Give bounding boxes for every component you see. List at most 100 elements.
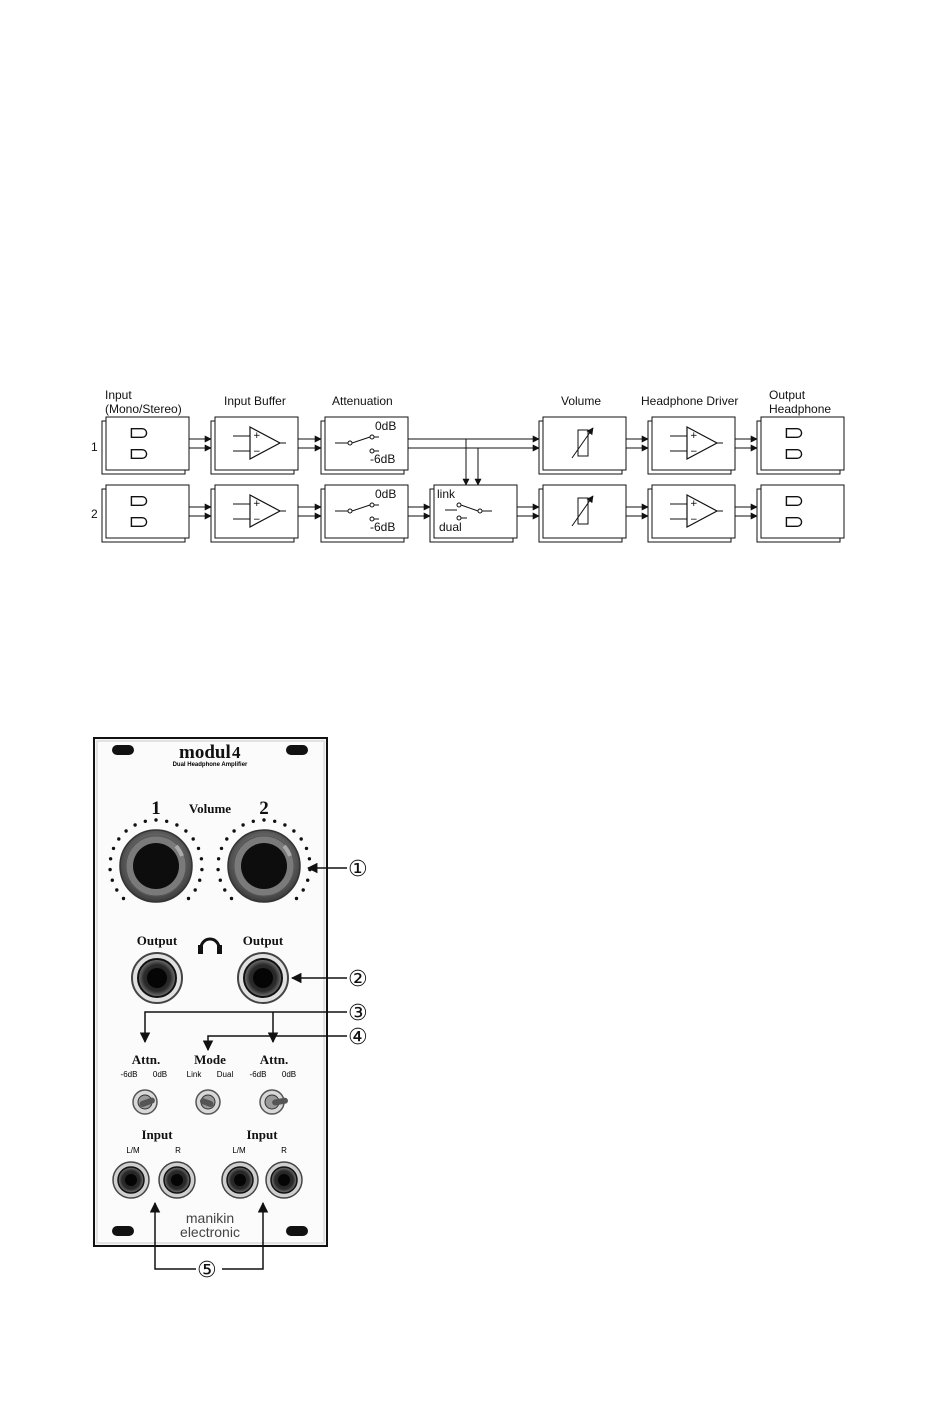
- output-jack-right[interactable]: [238, 953, 288, 1003]
- attn-right-6db: -6dB: [250, 1070, 267, 1079]
- scale-dot: [223, 888, 226, 891]
- scale-dot: [300, 837, 303, 840]
- output-jack-left[interactable]: [132, 953, 182, 1003]
- input-left-label: Input: [141, 1127, 173, 1142]
- scale-dot: [184, 829, 187, 832]
- mode-toggle[interactable]: [196, 1090, 220, 1114]
- input-jack-left-r[interactable]: [159, 1162, 195, 1198]
- scale-dot: [225, 837, 228, 840]
- label-attenuation: Attenuation: [332, 394, 393, 408]
- scale-dot: [117, 837, 120, 840]
- scale-dot: [122, 897, 125, 900]
- scale-dot: [273, 820, 276, 823]
- mode-dual: Dual: [217, 1070, 234, 1079]
- attn-right-label: Attn.: [260, 1052, 289, 1067]
- volume-knob-2[interactable]: [228, 830, 300, 902]
- scale-dot: [109, 857, 112, 860]
- callout-4: ④: [348, 1025, 368, 1050]
- callout-5: ⑤: [197, 1258, 217, 1283]
- attn-left-6db: -6dB: [121, 1070, 138, 1079]
- scale-dot: [144, 820, 147, 823]
- attn-2-6db: -6dB: [370, 520, 395, 534]
- callout-1: ①: [348, 857, 368, 882]
- scale-dot: [305, 847, 308, 850]
- mode-link-label: link: [437, 487, 456, 501]
- row-1: [102, 417, 844, 474]
- scale-dot: [302, 888, 305, 891]
- mode-link: Link: [187, 1070, 203, 1079]
- input-right-label: Input: [246, 1127, 278, 1142]
- scale-dot: [112, 847, 115, 850]
- input-jack-right-r[interactable]: [266, 1162, 302, 1198]
- scale-dot: [217, 857, 220, 860]
- mode-dual-label: dual: [439, 520, 462, 534]
- input-right-r: R: [281, 1146, 287, 1155]
- output-left-label: Output: [137, 933, 178, 948]
- scale-dot: [200, 868, 203, 871]
- scale-dot: [197, 847, 200, 850]
- scale-dot: [133, 823, 136, 826]
- attn-1-0db: 0dB: [375, 419, 396, 433]
- scale-dot: [175, 823, 178, 826]
- panel-brand: modul: [179, 742, 231, 763]
- scale-dot: [295, 897, 298, 900]
- input-jack-right-lm[interactable]: [222, 1162, 258, 1198]
- input-left-r: R: [175, 1146, 181, 1155]
- label-output: Output: [769, 388, 806, 402]
- label-headphone-driver: Headphone Driver: [641, 394, 738, 408]
- attn-right-0db: 0dB: [282, 1070, 296, 1079]
- attn-left-0db: 0dB: [153, 1070, 167, 1079]
- scale-dot: [108, 868, 111, 871]
- attn-left-label: Attn.: [132, 1052, 161, 1067]
- attn-2-0db: 0dB: [375, 487, 396, 501]
- scale-dot: [241, 823, 244, 826]
- scale-dot: [219, 879, 222, 882]
- attn-left-toggle[interactable]: [133, 1090, 157, 1114]
- label-input-buffer: Input Buffer: [224, 394, 286, 408]
- volume-knob-1[interactable]: [120, 830, 192, 902]
- scale-dot: [283, 823, 286, 826]
- attn-1-6db: -6dB: [370, 452, 395, 466]
- label-input: Input: [105, 388, 132, 402]
- scale-dot: [124, 829, 127, 832]
- scale-dot: [198, 879, 201, 882]
- scale-dot: [165, 820, 168, 823]
- scale-dot: [187, 897, 190, 900]
- scale-dot: [232, 829, 235, 832]
- scale-dot: [262, 818, 265, 821]
- label-headphone: Headphone: [769, 402, 831, 416]
- block-diagram: Input (Mono/Stereo) Input Buffer Attenua…: [91, 388, 844, 542]
- scale-dot: [306, 879, 309, 882]
- channel-1-label: 1: [91, 440, 98, 454]
- scale-dot: [292, 829, 295, 832]
- scale-dot: [230, 897, 233, 900]
- row-2: [102, 485, 844, 542]
- label-volume: Volume: [561, 394, 601, 408]
- scale-dot: [220, 847, 223, 850]
- panel-subtitle: Dual Headphone Amplifier: [173, 762, 248, 768]
- scale-dot: [216, 868, 219, 871]
- mode-label: Mode: [194, 1052, 226, 1067]
- callout-2: ②: [348, 967, 368, 992]
- input-right-lm: L/M: [232, 1146, 246, 1155]
- channel-2-label: 2: [91, 507, 98, 521]
- scale-dot: [115, 888, 118, 891]
- label-input-mode: (Mono/Stereo): [105, 402, 182, 416]
- input-left-lm: L/M: [126, 1146, 140, 1155]
- scale-dot: [200, 857, 203, 860]
- panel-volume-label: Volume: [189, 801, 231, 816]
- front-panel: modul 4 Dual Headphone Amplifier 1 2 Vol…: [94, 738, 327, 1246]
- scale-dot: [194, 888, 197, 891]
- scale-dot: [252, 820, 255, 823]
- scale-dot: [154, 818, 157, 821]
- maker-name-2: electronic: [180, 1224, 240, 1240]
- scale-dot: [111, 879, 114, 882]
- scale-dot: [308, 857, 311, 860]
- output-right-label: Output: [243, 933, 284, 948]
- scale-dot: [192, 837, 195, 840]
- panel-channel-2: 2: [259, 798, 269, 819]
- input-jack-left-lm[interactable]: [113, 1162, 149, 1198]
- callout-3: ③: [348, 1001, 368, 1026]
- panel-channel-1: 1: [151, 798, 161, 819]
